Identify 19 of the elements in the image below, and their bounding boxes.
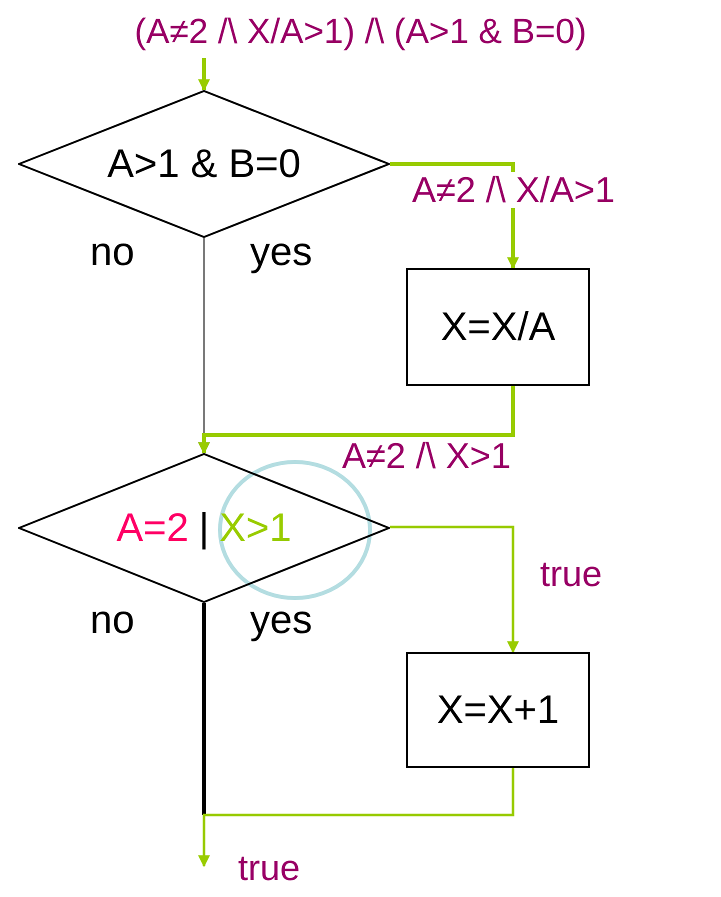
- arrow: [198, 58, 210, 92]
- branch-label: yes: [250, 232, 312, 272]
- node-text: A>1 & B=0: [107, 144, 301, 184]
- process-box: [406, 268, 590, 386]
- node-text: A=2: [116, 508, 189, 548]
- process-box: [406, 652, 590, 768]
- node-text: |: [198, 508, 210, 548]
- arrow: [198, 768, 514, 868]
- branch-label: no: [90, 232, 134, 272]
- decision-diamond: [18, 90, 390, 238]
- arrow: [198, 386, 515, 454]
- node-text: X=X+1: [436, 690, 560, 730]
- edge-label: A≠2 /\ X/A>1: [412, 172, 615, 208]
- branch-label: no: [90, 600, 134, 640]
- condition-text: (A≠2 /\ X/A>1) /\ (A>1 & B=0): [134, 14, 587, 48]
- node-text: X>1: [219, 508, 292, 548]
- branch-label: yes: [250, 600, 312, 640]
- arrow: [390, 526, 519, 654]
- node-text: X=X/A: [440, 307, 556, 347]
